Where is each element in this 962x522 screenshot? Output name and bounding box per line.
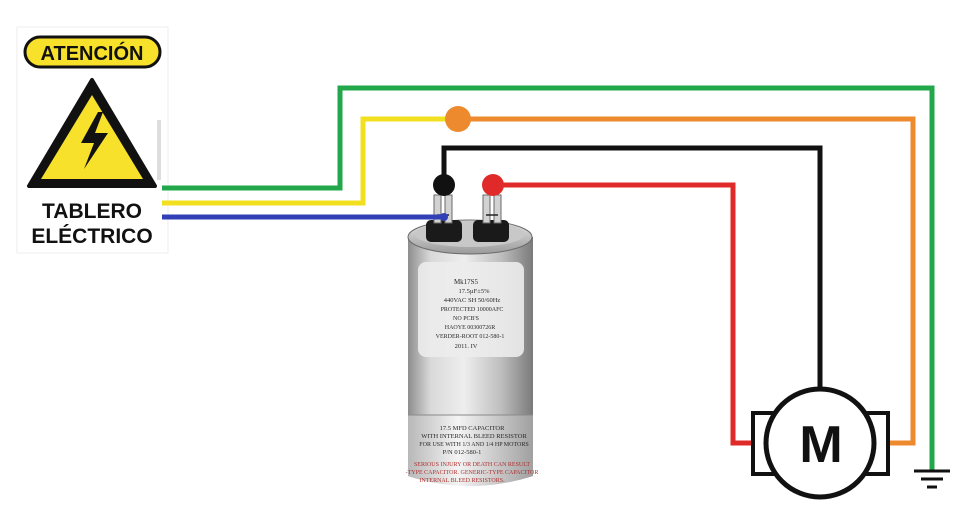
herm-terminal-dot — [482, 174, 504, 196]
black-wire — [441, 145, 823, 390]
herm-terminal-base — [473, 220, 509, 242]
cap-label-line-2: 440VAC SH 50/60Hz — [444, 297, 501, 304]
banner-text: ATENCIÓN — [41, 41, 144, 65]
motor-circle — [763, 386, 877, 500]
sign-line2: ELÉCTRICO — [31, 225, 152, 248]
banner — [23, 35, 162, 69]
cap-warning-line-2: INTERNAL BLEED RESISTORS. — [419, 478, 505, 484]
ground-icon — [914, 469, 950, 489]
cap-warning-line-0: SERIOUS INJURY OR DEATH CAN RESULT — [414, 462, 530, 468]
red-wire — [493, 182, 752, 446]
cap-label-line-3: PROTECTED 10000AFC — [441, 307, 504, 313]
cap-warning-line-1: -TYPE CAPACITOR. GENERIC-TYPE CAPACITOR — [406, 470, 539, 476]
cap-label-line-6: VERDER-ROOT 012-580-1 — [436, 334, 505, 340]
cap-lower-line-3: P/N 012-580-1 — [443, 449, 482, 456]
cap-lower-line-2: FOR USE WITH 1/3 AND 1/4 HP MOTORS — [419, 442, 528, 448]
motor-letter: M — [799, 416, 842, 474]
cap-label-line-5: HAOYE 00300726R — [445, 325, 496, 331]
blue-terminal-dot — [440, 213, 448, 221]
cap-label-line-1: 17.5µF±5% — [459, 288, 491, 295]
warning-sign: ATENCIÓN TABLERO ELÉCTRICO — [16, 26, 169, 254]
cap-lower-line-0: 17.5 MFD CAPACITOR — [440, 425, 506, 432]
cap-label-line-7: 2011. IV — [455, 343, 478, 350]
capacitor-label — [418, 262, 524, 357]
cap-label-line-4: NO PCB'S — [453, 316, 479, 322]
wires — [162, 85, 935, 470]
motor: M — [751, 386, 890, 500]
orange-wire — [458, 116, 916, 446]
capacitor: Mk17S5 17.5µF±5% 440VAC SH 50/60Hz PROTE… — [406, 194, 539, 486]
orange-junction-dot — [445, 106, 471, 132]
cap-lower-line-1: WITH INTERNAL BLEED RESISTOR — [421, 433, 527, 440]
high-voltage-warning-icon — [27, 78, 157, 188]
common-terminal-dot — [433, 174, 455, 196]
cap-label-line-0: Mk17S5 — [454, 278, 479, 286]
common-terminal-base — [426, 220, 462, 242]
yellow-wire — [162, 116, 458, 206]
sign-line1: TABLERO — [42, 200, 142, 223]
green-wire — [162, 85, 935, 470]
